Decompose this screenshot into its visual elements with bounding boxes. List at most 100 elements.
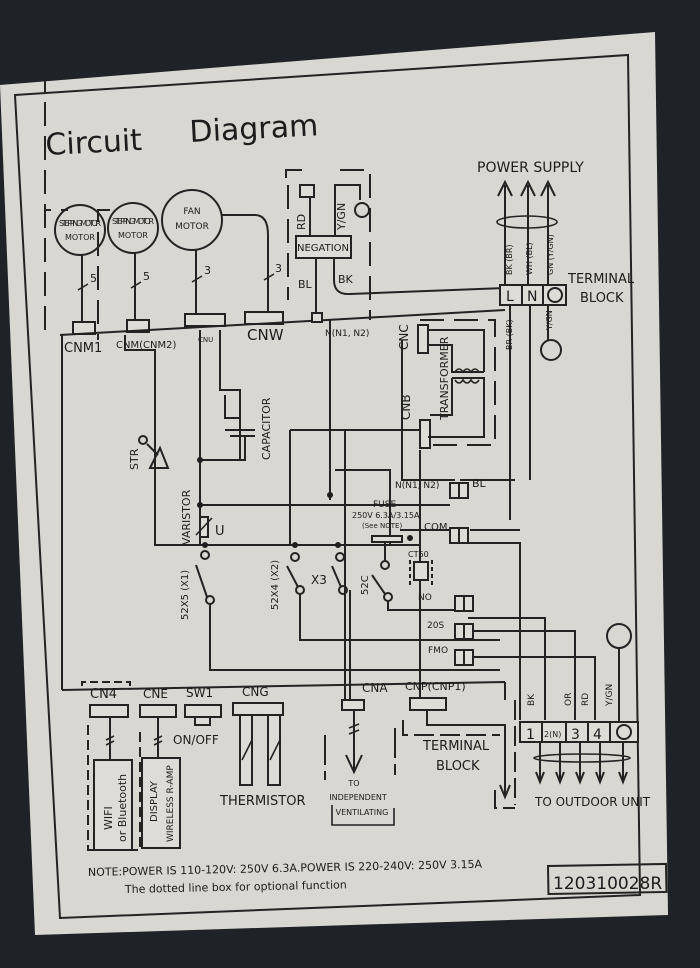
negation-module: NEGATION RD Y/GN BL BK [285, 169, 506, 323]
svg-text:1: 1 [526, 727, 535, 743]
svg-text:BL: BL [472, 477, 487, 490]
svg-text:RD: RD [581, 693, 591, 706]
svg-text:DISPLAY: DISPLAY [149, 780, 160, 822]
svg-text:BLOCK: BLOCK [580, 291, 624, 306]
part-number: 120310028R [553, 874, 662, 894]
independent-ventilating: TO INDEPENDENT VENTILATING [324, 710, 396, 826]
wire-count-4: 3 [275, 262, 282, 275]
svg-text:WIFI: WIFI [102, 806, 115, 830]
svg-text:COM: COM [424, 522, 447, 533]
svg-text:VENTILATING: VENTILATING [336, 808, 389, 817]
svg-text:52C: 52C [360, 575, 371, 595]
connector-cn4: CN4 [90, 687, 117, 702]
connector-cnp: CNP(CNP1) [405, 680, 466, 693]
varistor: VARISTOR U [180, 489, 225, 545]
svg-text:CAPACITOR: CAPACITOR [260, 397, 273, 460]
svg-text:CT60: CT60 [408, 550, 429, 559]
connector-cna: CNA [362, 681, 388, 695]
svg-text:BK (BR): BK (BR) [505, 244, 514, 275]
svg-text:RD: RD [295, 214, 308, 230]
svg-text:INDEPENDENT: INDEPENDENT [329, 793, 387, 802]
diagram-title-circuit: Circuit [45, 123, 143, 163]
svg-text:BR (BK): BR (BK) [505, 319, 514, 350]
capacitor: CAPACITOR [200, 395, 273, 461]
svg-text:WH (BL): WH (BL) [525, 242, 534, 275]
svg-text:20S: 20S [427, 621, 444, 631]
connector-cnw: CNW [247, 326, 284, 344]
svg-text:(See NOTE): (See NOTE) [362, 522, 402, 530]
note-line-2: The dotted line box for optional functio… [124, 878, 347, 896]
svg-text:NEGATION: NEGATION [297, 243, 349, 254]
svg-text:Y/GN: Y/GN [545, 310, 554, 331]
terminal-n: N [527, 289, 537, 305]
svg-text:STR: STR [128, 448, 141, 470]
stepping-motor-2: STEPPING MOTOR MOTOR [107, 202, 159, 254]
svg-text:BLOCK: BLOCK [436, 759, 480, 774]
svg-text:WIRELESS R-AMP: WIRELESS R-AMP [166, 765, 176, 842]
wire-count-2: 5 [143, 270, 150, 283]
stepping-motor-1: STEPPING MOTOR MOTOR [44, 0, 110, 340]
ct60: CT60 [408, 550, 433, 585]
svg-text:N(N1, N2): N(N1, N2) [395, 481, 439, 491]
str-component: STR [128, 435, 170, 470]
svg-text:4: 4 [593, 727, 602, 743]
relay-52c: 52C [360, 542, 460, 611]
svg-text:52X5 (X1): 52X5 (X1) [180, 570, 191, 620]
svg-text:BK: BK [338, 273, 354, 286]
svg-text:TO: TO [347, 779, 359, 788]
wifi-bluetooth-module: ON/OFF WIFI or Bluetooth DISPLAY WIRELES… [87, 717, 219, 851]
transformer: TRANSFORMER CNC CNB [397, 319, 496, 449]
svg-text:X3: X3 [311, 573, 327, 587]
connector-cne: CNE [143, 687, 168, 701]
svg-text:BK: BK [527, 693, 537, 706]
connector-cnu: CNU [198, 336, 213, 344]
svg-text:Y/GN: Y/GN [605, 684, 615, 707]
svg-text:MOTOR: MOTOR [118, 231, 148, 240]
svg-text:2(N): 2(N) [544, 730, 561, 739]
svg-text:TO OUTDOOR UNIT: TO OUTDOOR UNIT [534, 795, 651, 809]
svg-text:GN (Y/GN): GN (Y/GN) [546, 234, 555, 275]
diagram-title-diagram: Diagram [189, 108, 319, 150]
svg-text:U: U [215, 524, 225, 539]
relay-52x5: 52X5 (X1) [180, 550, 500, 671]
fuse: FUSE 250V 6.3A/3.15A (See NOTE) [352, 500, 420, 543]
output-terminals: N(N1, N2) BL COM NO 20S FMO [395, 477, 596, 720]
svg-text:3: 3 [571, 727, 580, 743]
svg-text:THERMISTOR: THERMISTOR [219, 794, 305, 809]
power-supply: POWER SUPPLY BK (BR) WH (BL) GN (Y/GN) L… [477, 160, 635, 520]
connector-cnc: CNC [397, 324, 411, 350]
svg-text:MOTOR: MOTOR [175, 222, 209, 232]
connector-cnm2: CNM(CNM2) [116, 340, 176, 351]
terminal-l: L [506, 289, 514, 305]
svg-text:52X4 (X2): 52X4 (X2) [270, 560, 281, 610]
svg-text:TRANSFORMER: TRANSFORMER [438, 336, 451, 421]
svg-text:POWER SUPPLY: POWER SUPPLY [477, 160, 584, 176]
svg-text:MOTOR: MOTOR [65, 233, 95, 242]
connector-cng: CNG [242, 685, 269, 699]
svg-text:or Bluetooth: or Bluetooth [116, 774, 129, 842]
svg-text:STEPPING MOTOR: STEPPING MOTOR [59, 219, 101, 228]
wire-count-3: 3 [204, 264, 211, 277]
fan-motor: FAN MOTOR [161, 189, 223, 251]
svg-text:FMO: FMO [428, 646, 448, 656]
svg-text:TERMINAL: TERMINAL [422, 739, 490, 754]
thermistor: THERMISTOR [219, 714, 305, 809]
svg-text:NO: NO [418, 593, 432, 603]
indoor-terminal-block: TERMINAL BLOCK [402, 700, 516, 809]
relay-x3: X3 [311, 552, 348, 595]
svg-text:OR: OR [564, 693, 574, 706]
bottom-connectors: CN4 CNE SW1 CNG CNA CNP(CNP1) [81, 680, 466, 726]
diagram-frame [13, 53, 642, 920]
connector-cnm1: CNM1 [64, 341, 102, 356]
outdoor-terminal-block: BK OR RD Y/GN 1 2(N) 3 4 TO OUTDOOR UNIT [519, 623, 651, 809]
svg-text:VARISTOR: VARISTOR [180, 489, 193, 545]
svg-text:ON/OFF: ON/OFF [173, 733, 219, 747]
svg-text:FAN: FAN [183, 207, 200, 217]
svg-text:FUSE: FUSE [373, 500, 396, 510]
wire-count-1: 5 [90, 272, 97, 285]
connector-n-n1-n2: N(N1, N2) [325, 329, 369, 339]
svg-text:250V 6.3A/3.15A: 250V 6.3A/3.15A [352, 511, 420, 520]
svg-text:Y/GN: Y/GN [335, 203, 348, 231]
svg-text:TERMINAL: TERMINAL [567, 272, 635, 287]
